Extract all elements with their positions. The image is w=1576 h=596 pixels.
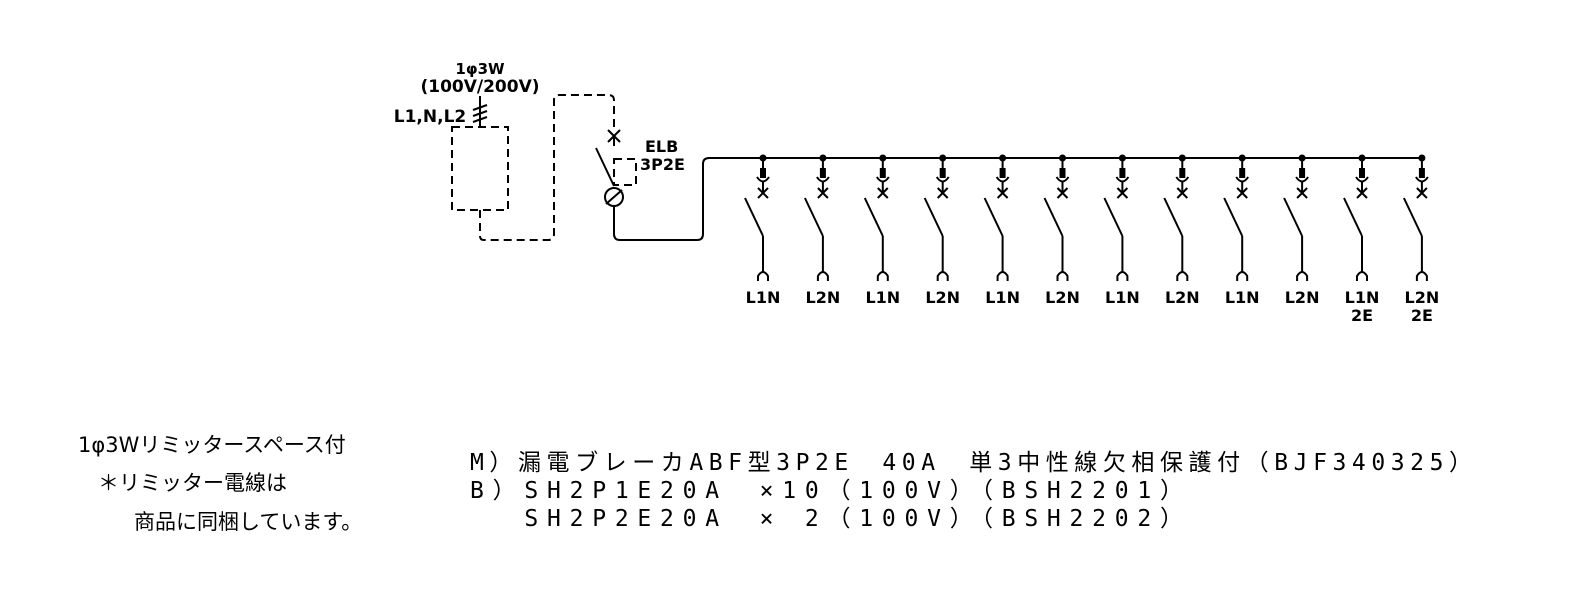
branch-label: L2N <box>1405 288 1440 307</box>
branch-label: L2N <box>806 288 841 307</box>
branch-breaker <box>983 154 1010 281</box>
limiter-note-line2: ＊リミッター電線は <box>98 471 287 495</box>
branch-label-earth: 2E <box>1351 306 1373 325</box>
branch-breaker <box>803 154 830 281</box>
main-breaker-type-label: 3P2E <box>640 155 685 174</box>
branch-breaker <box>1103 154 1130 281</box>
branch-breaker <box>863 154 890 281</box>
branch-label: L2N <box>1285 288 1320 307</box>
branch-breaker <box>1223 154 1250 281</box>
limiter-note-line3: 商品に同梱しています。 <box>134 510 362 534</box>
branch-breaker <box>1163 154 1190 281</box>
branch-breaker <box>1402 154 1429 281</box>
branch-label: L2N <box>1165 288 1200 307</box>
branch-label: L2N <box>925 288 960 307</box>
branch-label-earth: 2E <box>1411 306 1433 325</box>
main-breaker-elb <box>595 129 1422 241</box>
branch-label: L1N <box>746 288 781 307</box>
branch-label: L1N <box>1105 288 1140 307</box>
branch-breaker <box>1043 154 1070 281</box>
main-breaker-label: ELB <box>645 137 678 156</box>
supply-phases-label: L1,N,L2 <box>394 107 466 127</box>
incoming-line <box>472 96 488 127</box>
supply-voltage-label: (100V/200V) <box>420 77 539 97</box>
limiter-note-line1: 1φ3Wリミッタースペース付 <box>78 433 346 457</box>
limiter-wire-dashed <box>479 94 615 241</box>
supply-system-label: 1φ3W <box>455 60 505 78</box>
parts-list-main-breaker: M）漏電ブレーカABF型3P2E 40A 単3中性線欠相保護付（BJF34032… <box>470 450 1472 476</box>
branch-breaker <box>923 154 950 281</box>
branch-label: L1N <box>1345 288 1380 307</box>
limiter-space-box <box>451 126 509 211</box>
branch-label: L1N <box>1225 288 1260 307</box>
parts-list-branch-2: SH2P2E20A × 2（100V）（BSH2202） <box>470 506 1183 532</box>
branch-breaker <box>1343 154 1369 281</box>
parts-list-branch-1: B）SH2P1E20A ×10（100V）（BSH2201） <box>470 478 1183 504</box>
branch-label: L1N <box>865 288 900 307</box>
branch-label: L2N <box>1045 288 1080 307</box>
branch-breaker <box>744 154 770 281</box>
branch-label: L1N <box>985 288 1020 307</box>
branch-breaker <box>1283 154 1309 281</box>
